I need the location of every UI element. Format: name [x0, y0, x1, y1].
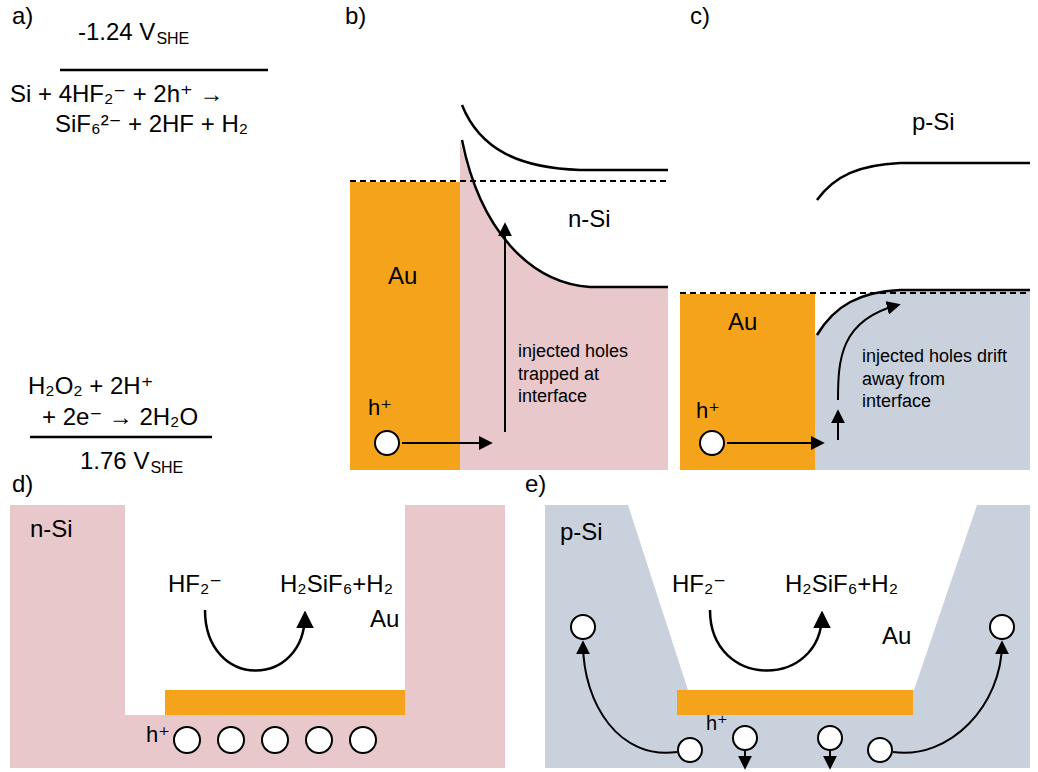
energy-level: [60, 69, 268, 72]
hole-arrow: [504, 225, 506, 432]
n-si-region: [460, 140, 668, 470]
metal-label: Au: [370, 605, 399, 633]
annotation: injected holes drift away from interface: [862, 345, 1012, 413]
potential-value: -1.24 V: [78, 18, 155, 46]
valence-band: [817, 290, 1030, 335]
annotation: injected holes trapped at interface: [518, 340, 658, 408]
hole-symbol: [733, 726, 757, 750]
hole-symbol: [868, 738, 892, 762]
hole-symbol: [990, 615, 1014, 639]
panel-label: b): [345, 2, 366, 30]
hole-symbol: [678, 738, 702, 762]
etch-trench: [628, 505, 977, 690]
hole-arrow: [893, 643, 1002, 753]
fermi-level: [350, 180, 668, 182]
reaction-arrow: [205, 610, 305, 671]
metal-label: Au: [728, 308, 757, 336]
gold-contact: [350, 182, 460, 470]
hole-arrow: [583, 643, 677, 753]
potential-subscript: SHE: [156, 30, 189, 48]
hole-arrow: [837, 412, 839, 440]
product-label: H₂SiF₆+H₂: [785, 570, 898, 598]
potential-subscript: SHE: [150, 459, 183, 477]
panel-label: a): [12, 2, 33, 30]
p-si-region: [815, 290, 1030, 470]
panel-label: d): [12, 470, 33, 498]
material-label: n-Si: [30, 515, 73, 543]
etch-trench: [125, 505, 405, 715]
p-si-region: [545, 505, 1030, 768]
potential-value: 1.76 V: [80, 447, 149, 475]
hole-symbol: [700, 431, 724, 455]
gold-film: [677, 690, 913, 715]
hole-symbol: [262, 727, 288, 753]
hole-symbol: [218, 727, 244, 753]
hole-label: h⁺: [696, 398, 720, 423]
hole-symbol: [571, 615, 595, 639]
species-label: HF₂⁻: [672, 570, 726, 598]
hole-symbol: [818, 726, 842, 750]
valence-band: [462, 140, 668, 287]
material-label: p-Si: [560, 518, 603, 546]
hole-arrow: [727, 442, 822, 444]
material-label: p-Si: [912, 108, 955, 136]
half-reaction: + 2e⁻ → 2H₂O: [42, 403, 198, 431]
hole-set: [571, 615, 1014, 762]
product-label: H₂SiF₆+H₂: [280, 570, 393, 598]
energy-level: [30, 436, 212, 439]
conduction-band: [817, 163, 1030, 200]
species-label: HF₂⁻: [168, 570, 222, 598]
gold-contact: Au h⁺: [350, 182, 460, 470]
hole-row: [174, 727, 376, 753]
material-label: n-Si: [568, 205, 611, 233]
panel-label: e): [525, 470, 546, 498]
gold-film: [165, 690, 405, 715]
metal-label: Au: [388, 262, 417, 290]
half-reaction: H₂O₂ + 2H⁺: [28, 372, 153, 400]
hole-arrow: [402, 442, 490, 444]
n-si-region: [10, 505, 505, 768]
reaction-arrow: [710, 610, 822, 671]
hole-symbol: [174, 727, 200, 753]
hole-arrow: [829, 751, 831, 767]
conduction-band: [462, 105, 668, 170]
hole-label: h⁺: [146, 722, 170, 747]
metal-label: Au: [882, 622, 911, 650]
half-reaction: SiF₆²⁻ + 2HF + H₂: [55, 110, 248, 138]
hole-symbol: [375, 431, 399, 455]
panel-label: c): [690, 2, 710, 30]
fermi-level: [680, 292, 1030, 294]
hole-arrow: [744, 751, 746, 767]
hole-symbol: [350, 727, 376, 753]
gold-contact: Au h⁺: [680, 294, 815, 470]
half-reaction: Si + 4HF₂⁻ + 2h⁺ →: [10, 80, 223, 108]
hole-label: h⁺: [368, 395, 392, 420]
hole-symbol: [306, 727, 332, 753]
hole-label: h⁺: [706, 712, 728, 735]
